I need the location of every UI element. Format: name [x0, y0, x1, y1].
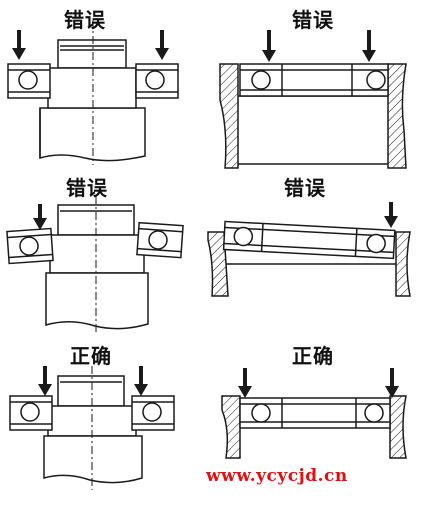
panel-bottom-left — [9, 366, 175, 490]
label-top-left: 错误 — [64, 8, 106, 32]
label-bottom-right: 正确 — [292, 344, 334, 368]
panel-mid-right — [207, 220, 411, 297]
arrows-top-right — [262, 30, 376, 62]
label-mid-right: 错误 — [284, 176, 326, 200]
arrows-mid-right — [384, 202, 398, 228]
label-bottom-left: 正确 — [70, 344, 112, 368]
watermark-url: www.ycycjd.cn — [206, 466, 348, 486]
arrows-bottom-right — [238, 368, 399, 398]
panel-top-right — [219, 63, 407, 169]
arrows-bottom-left — [38, 366, 148, 396]
label-top-right: 错误 — [292, 8, 334, 32]
arrows-mid-left — [33, 204, 47, 230]
label-mid-left: 错误 — [66, 176, 108, 200]
panel-mid-left — [6, 196, 184, 332]
arrows-top-left — [12, 30, 169, 60]
panel-bottom-right — [221, 395, 407, 459]
panel-top-left — [7, 20, 179, 165]
